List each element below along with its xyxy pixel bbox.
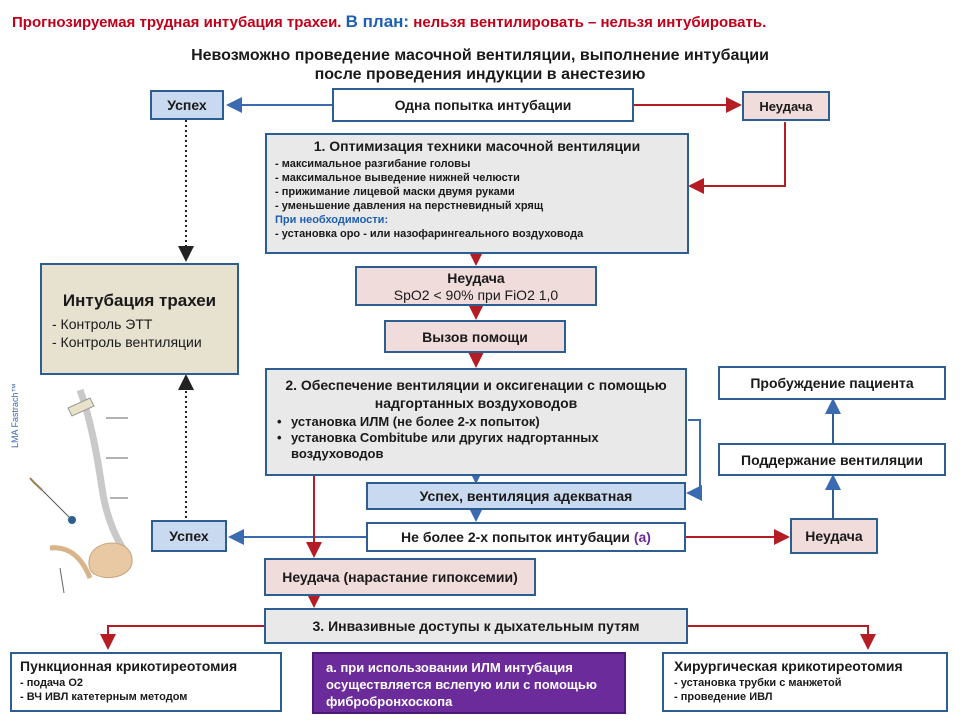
step1-item-4: - уменьшение давления на перстневидный х… [275, 200, 544, 212]
step1-item-1: - максимальное разгибание головы [275, 158, 471, 170]
note-a-box: а. при использовании ИЛМ интубация осуще… [312, 652, 626, 714]
success-adequate-label: Успех, вентиляция адекватная [419, 488, 633, 504]
fail-spo2-title: Неудача [447, 270, 505, 286]
intubation-title: Интубация трахеи [62, 291, 217, 310]
step1-needed: При необходимости: [275, 214, 389, 226]
subtitle-line1: Невозможно проведение масочной вентиляци… [191, 47, 769, 64]
arrow-fail-step1 [688, 122, 786, 194]
fail-hypox-box: Неудача (нарастание гипоксемии) [264, 558, 536, 596]
step1-item-2: - максимальное выведение нижней челюсти [275, 172, 520, 184]
lma-illustration [10, 378, 138, 600]
title-part1: Прогнозируемая трудная интубация трахеи. [12, 14, 342, 31]
call-help-box: Вызов помощи [384, 320, 566, 353]
surgical-item-1: - установка трубки с манжетой [674, 677, 842, 689]
wakeup-label: Пробуждение пациента [750, 375, 914, 391]
step2-title: 2. Обеспечение вентиляции и оксигенации … [285, 377, 667, 411]
fail-spo2-detail: SpO2 < 90% при FiO2 1,0 [393, 287, 559, 303]
step2-item-1: установка ИЛМ (не более 2-х попыток) [291, 414, 540, 429]
one-attempt-label: Одна попытка интубации [394, 97, 572, 113]
fail-top-box: Неудача [742, 91, 830, 121]
success-top-box: Успех [150, 90, 224, 120]
puncture-title: Пункционная крикотиреотомия [20, 658, 238, 674]
step2-box: 2. Обеспечение вентиляции и оксигенации … [265, 368, 687, 476]
success-mid-label: Успех [169, 528, 209, 544]
fail-top-label: Неудача [759, 98, 813, 114]
step2-item-row-1: • установка ИЛМ (не более 2-х попыток) [277, 414, 675, 430]
puncture-box: Пункционная крикотиреотомия - подача О2 … [10, 652, 282, 712]
title-part3: нельзя вентилировать – нельзя интубирова… [413, 14, 767, 31]
lma-fastrach-image: LMA Fastrach™ [10, 378, 138, 600]
step1-needed-item: - установка оро - или назофарингеального… [275, 228, 584, 240]
surgical-box: Хирургическая крикотиреотомия - установк… [662, 652, 948, 712]
lma-brand: LMA Fastrach™ [10, 383, 20, 448]
surgical-title: Хирургическая крикотиреотомия [674, 658, 903, 674]
support-vent-label: Поддержание вентиляции [741, 451, 923, 468]
max2-note: (а) [633, 529, 651, 545]
puncture-item-2: - ВЧ ИВЛ катетерным методом [20, 691, 188, 703]
bullet-1: • [277, 414, 282, 429]
fail-mid-label: Неудача [805, 528, 863, 544]
intubation-item-2: - Контроль вентиляции [52, 334, 202, 350]
arrow-step3-puncture [100, 625, 264, 650]
step1-box: 1. Оптимизация техники масочной вентиляц… [265, 133, 689, 254]
step1-item-3: - прижимание лицевой маски двумя руками [275, 186, 515, 198]
bullet-2: • [277, 430, 282, 445]
fail-mid-box: Неудача [790, 518, 878, 554]
page-title: Прогнозируемая трудная интубация трахеи.… [12, 12, 952, 32]
success-mid-box: Успех [151, 520, 227, 552]
step3-label: 3. Инвазивные доступы к дыхательным путя… [312, 618, 640, 634]
intubation-item-1: - Контроль ЭТТ [52, 316, 153, 332]
max2-box: Не более 2-х попыток интубации (а) [366, 522, 686, 552]
support-vent-box: Поддержание вентиляции [718, 443, 946, 476]
intubation-box: Интубация трахеи - Контроль ЭТТ - Контро… [40, 263, 239, 375]
fail-spo2-box: Неудача SpO2 < 90% при FiO2 1,0 [355, 266, 597, 306]
wakeup-box: Пробуждение пациента [718, 366, 946, 400]
step1-title: 1. Оптимизация техники масочной вентиляц… [313, 138, 641, 154]
success-adequate-box: Успех, вентиляция адекватная [366, 482, 686, 510]
surgical-item-2: - проведение ИВЛ [674, 691, 773, 703]
fail-hypox-label: Неудача (нарастание гипоксемии) [282, 569, 518, 585]
subtitle: Невозможно проведение масочной вентиляци… [100, 46, 860, 84]
step2-item-2: установка Combitube или других надгортан… [291, 430, 599, 461]
title-part2: В план: [345, 12, 410, 31]
arrow-step2-loop [686, 419, 702, 501]
step2-item-row-2: • установка Combitube или других надгорт… [277, 430, 675, 462]
subtitle-line2: после проведения индукции в анестезию [314, 66, 646, 83]
one-attempt-box: Одна попытка интубации [332, 88, 634, 122]
call-help-label: Вызов помощи [422, 328, 528, 345]
arrow-step3-surgical [688, 625, 876, 650]
note-a-text: а. при использовании ИЛМ интубация осуще… [326, 660, 597, 709]
step3-box: 3. Инвазивные доступы к дыхательным путя… [264, 608, 688, 644]
max2-label: Не более 2-х попыток интубации [401, 529, 630, 545]
puncture-item-1: - подача О2 [20, 677, 83, 689]
success-top-label: Успех [167, 97, 207, 113]
